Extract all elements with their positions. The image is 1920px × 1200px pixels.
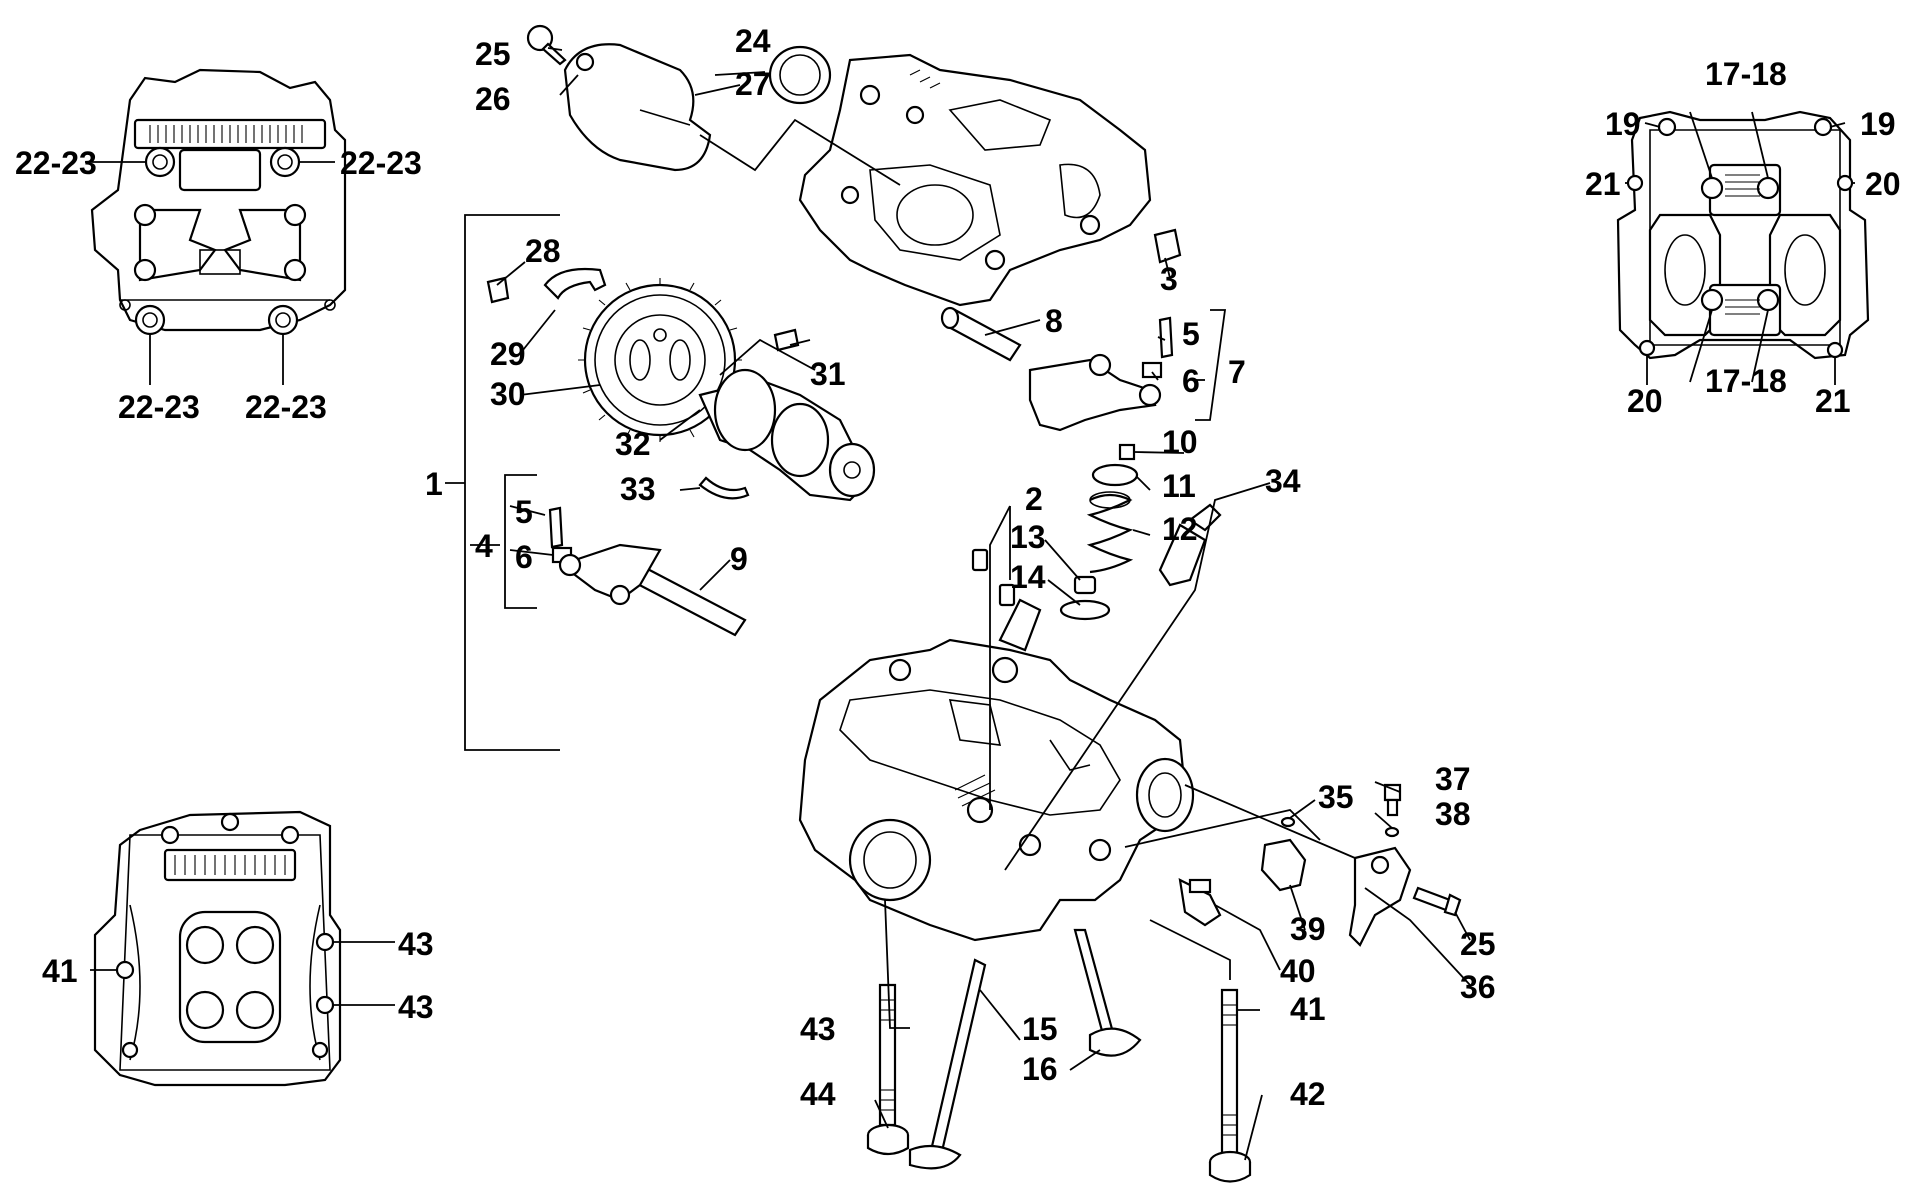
stud-41 [1220,988,1239,1157]
callout-43: 43 [398,989,434,1025]
callout-33: 33 [620,471,656,507]
callout-43: 43 [800,1011,836,1047]
callout-41: 41 [42,953,78,989]
callout-2: 2 [1025,481,1043,517]
spring-seat-14 [1059,599,1111,621]
inset-head-bottom-view [93,810,342,1087]
keeper-10 [1118,443,1136,461]
callout-6: 6 [1182,363,1200,399]
sensor-40 [1178,878,1222,927]
bolt-25-right [1412,886,1462,917]
adjuster-5-left [548,506,564,549]
callout-29: 29 [490,336,526,372]
callout-44: 44 [800,1076,836,1112]
valve-spring-12 [1086,491,1134,574]
callout-3: 3 [1160,261,1178,297]
rocker-arm-left [558,543,662,606]
cam-gear-30 [578,278,742,442]
dowel-2 [971,548,1016,607]
rocker-arm-right [1028,353,1162,432]
bolt-25-top [526,24,567,66]
tensioner-26 [563,43,712,172]
callout-30: 30 [490,376,526,412]
callout-22-23: 22-23 [118,389,200,425]
callout-20: 20 [1627,383,1663,419]
callout-6: 6 [515,539,533,575]
callout-12: 12 [1162,511,1198,547]
callout-28: 28 [525,233,561,269]
nut-6-right [1141,361,1163,379]
callout-40: 40 [1280,953,1316,989]
callout-19: 19 [1860,106,1896,142]
inset-head-top-view [90,68,347,336]
oring-35 [1280,816,1296,828]
nut-44 [866,1123,910,1156]
clip-33 [698,476,750,500]
callout-34: 34 [1265,463,1301,499]
callout-25: 25 [1460,926,1496,962]
callout-4: 4 [475,528,493,564]
callout-21: 21 [1815,383,1851,419]
callout-26: 26 [475,81,511,117]
callout-35: 35 [1318,779,1354,815]
leader-lines [85,47,1855,1161]
pin-31 [773,328,800,352]
callout-14: 14 [1010,559,1046,595]
callout-42: 42 [1290,1076,1326,1112]
callout-38: 38 [1435,796,1471,832]
callout-7: 7 [1228,354,1246,390]
callout-5: 5 [1182,316,1200,352]
callout-22-23: 22-23 [340,145,422,181]
callout-32: 32 [615,426,651,462]
valve-seal-13 [1073,575,1097,595]
rocker-shaft-8 [940,306,1022,362]
callout-11: 11 [1162,468,1196,504]
callout-5: 5 [515,494,533,530]
callout-9: 9 [730,541,748,577]
callout-20: 20 [1865,166,1901,202]
bolt-28 [486,276,510,304]
callout-43: 43 [398,926,434,962]
sensor-39 [1260,838,1307,892]
adjuster-5-right [1158,316,1174,359]
callout-27: 27 [735,66,771,102]
callout-22-23: 22-23 [15,145,97,181]
valve-16 [1073,928,1142,1057]
callout-37: 37 [1435,761,1471,797]
callout-36: 36 [1460,969,1496,1005]
retainer-11 [1091,463,1139,487]
callout-39: 39 [1290,911,1326,947]
callout-17-18: 17-18 [1705,56,1787,92]
callout-31: 31 [810,356,846,392]
callout-17-18: 17-18 [1705,363,1787,399]
valve-15 [908,958,987,1170]
clip-29 [543,267,607,300]
callout-19: 19 [1605,106,1641,142]
bolt-37 [1383,783,1402,817]
callout-24: 24 [735,23,771,59]
camshaft-32 [698,368,876,502]
cylinder-head [798,598,1195,942]
callout-1: 1 [425,466,443,502]
inset-cover-view [1616,110,1870,360]
callout-21: 21 [1585,166,1621,202]
callout-16: 16 [1022,1051,1058,1087]
washer-38 [1384,826,1400,838]
spark-plug-34 [1158,503,1222,587]
seal-ring-24 [768,45,832,105]
stud-43 [878,983,897,1127]
callout-8: 8 [1045,303,1063,339]
callout-41: 41 [1290,991,1326,1027]
callout-22-23: 22-23 [245,389,327,425]
nut-42 [1208,1150,1252,1183]
callout-25: 25 [475,36,511,72]
plug-3 [1153,228,1182,264]
callout-10: 10 [1162,424,1198,460]
callout-13: 13 [1010,519,1046,555]
callout-labels: 22-23 22-23 22-23 22-23 17-18 17-18 19 1… [15,23,1901,1112]
cam-cover [798,53,1152,307]
tensioner-36 [1348,846,1412,947]
callout-15: 15 [1022,1011,1058,1047]
